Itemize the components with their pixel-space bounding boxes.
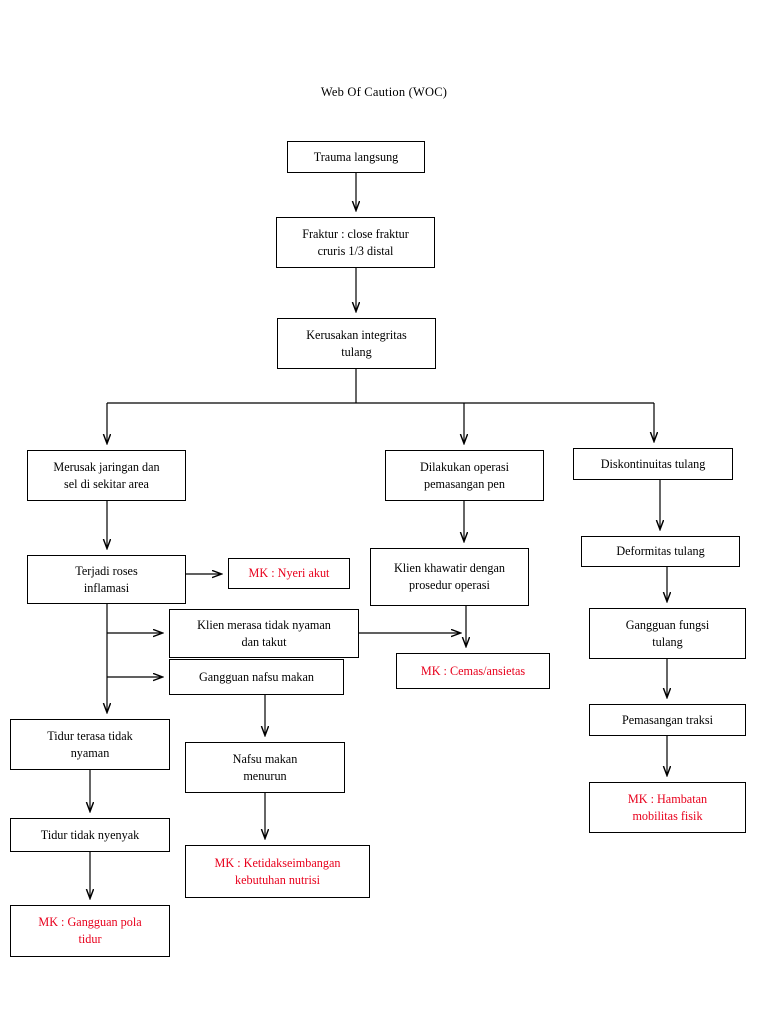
node-nutrisi: MK : Ketidakseimbangan kebutuhan nutrisi (185, 845, 370, 898)
node-label: Kerusakan integritas tulang (306, 327, 407, 359)
node-label: MK : Nyeri akut (248, 566, 330, 581)
connector-kerusakan-split-bus (107, 369, 654, 404)
node-mobilitas: MK : Hambatan mobilitas fisik (589, 782, 746, 833)
node-merusak: Merusak jaringan dan sel di sekitar area (27, 450, 186, 501)
node-fraktur: Fraktur : close fraktur cruris 1/3 dista… (276, 217, 435, 268)
node-label: Merusak jaringan dan sel di sekitar area (53, 459, 160, 491)
node-fungsi: Gangguan fungsi tulang (589, 608, 746, 659)
node-khawatir: Klien khawatir dengan prosedur operasi (370, 548, 529, 606)
node-label: MK : Cemas/ansietas (420, 663, 526, 678)
node-nafsu_turun: Nafsu makan menurun (185, 742, 345, 793)
node-nyenyak: Tidur tidak nyenyak (10, 818, 170, 852)
node-trauma: Trauma langsung (287, 141, 425, 173)
node-label: Pemasangan traksi (621, 712, 714, 727)
node-label: Trauma langsung (313, 149, 399, 164)
node-kerusakan: Kerusakan integritas tulang (277, 318, 436, 369)
node-label: MK : Ketidakseimbangan kebutuhan nutrisi (214, 855, 341, 887)
node-label: Gangguan fungsi tulang (625, 617, 710, 649)
node-inflamasi: Terjadi roses inflamasi (27, 555, 186, 604)
node-label: Nafsu makan menurun (232, 751, 298, 783)
node-label: Fraktur : close fraktur cruris 1/3 dista… (302, 226, 409, 258)
node-nafsu_g: Gangguan nafsu makan (169, 659, 344, 695)
node-label: Klien merasa tidak nyaman dan takut (197, 617, 331, 649)
node-tidur_tidak: Tidur terasa tidak nyaman (10, 719, 170, 770)
node-label: MK : Hambatan mobilitas fisik (627, 791, 708, 823)
node-label: Tidur terasa tidak nyaman (47, 728, 133, 760)
node-label: MK : Gangguan pola tidur (38, 915, 142, 946)
node-cemas: MK : Cemas/ansietas (396, 653, 550, 689)
node-label: Deformitas tulang (616, 544, 705, 559)
node-takut: Klien merasa tidak nyaman dan takut (169, 609, 359, 658)
node-nyeri: MK : Nyeri akut (228, 558, 350, 589)
node-label: Dilakukan operasi pemasangan pen (419, 459, 509, 491)
node-traksi: Pemasangan traksi (589, 704, 746, 736)
node-deformitas: Deformitas tulang (581, 536, 740, 567)
node-label: Klien khawatir dengan prosedur operasi (393, 561, 505, 592)
node-operasi: Dilakukan operasi pemasangan pen (385, 450, 544, 501)
page-title: Web Of Caution (WOC) (320, 85, 448, 99)
node-label: Diskontinuitas tulang (600, 456, 706, 471)
node-label: Terjadi roses inflamasi (75, 563, 138, 595)
node-pola_tidur: MK : Gangguan pola tidur (10, 905, 170, 957)
node-label: Gangguan nafsu makan (198, 669, 315, 684)
node-label: Tidur tidak nyenyak (40, 827, 140, 842)
node-diskontinu: Diskontinuitas tulang (573, 448, 733, 480)
